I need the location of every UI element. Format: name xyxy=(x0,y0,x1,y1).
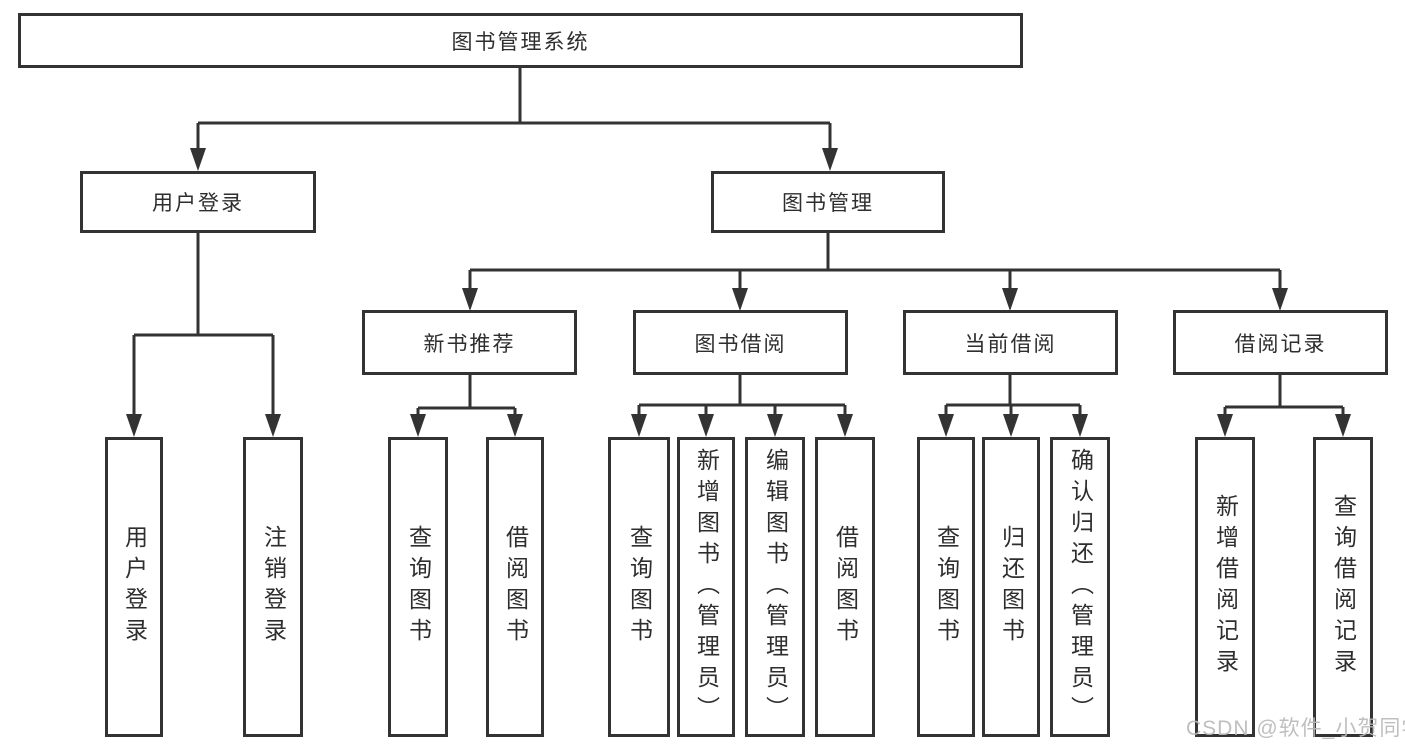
leaf-query-book-current-label: 查询图书 xyxy=(933,525,960,649)
arrow-to-book-borrow xyxy=(732,288,748,311)
csdn-watermark: CSDN @软件_小贺同学 xyxy=(1186,717,1405,740)
edge-book-borrow-to-leaves xyxy=(631,375,853,437)
node-user-login: 用户登录 xyxy=(80,171,316,233)
arrow-to-leaf-add-book xyxy=(698,414,714,437)
arrow-to-book-mgmt xyxy=(822,148,838,171)
edge-user-login-to-leaves xyxy=(126,233,281,437)
node-root-label: 图书管理系统 xyxy=(451,30,590,54)
leaf-return-book-label: 归还图书 xyxy=(998,525,1025,649)
arrow-to-leaf-query-book-borrow xyxy=(631,414,647,437)
edge-current-borrow-to-leaves xyxy=(938,375,1088,437)
arrow-to-new-book-rec xyxy=(462,288,478,311)
node-current-borrow: 当前借阅 xyxy=(903,310,1118,375)
leaf-confirm-return-label: 确认归还（管理员） xyxy=(1067,447,1094,727)
leaf-add-borrow-record: 新增借阅记录 xyxy=(1195,437,1255,737)
arrow-to-leaf-confirm-return xyxy=(1072,414,1088,437)
node-borrow-record-label: 借阅记录 xyxy=(1234,332,1327,356)
arrow-to-leaf-logout xyxy=(265,414,281,437)
leaf-edit-book-label: 编辑图书（管理员） xyxy=(762,447,789,727)
node-book-borrow-label: 图书借阅 xyxy=(694,332,787,356)
node-book-borrow: 图书借阅 xyxy=(633,310,848,375)
node-new-book-rec-label: 新书推荐 xyxy=(423,332,516,356)
leaf-add-borrow-record-label: 新增借阅记录 xyxy=(1212,494,1239,680)
leaf-user-login: 用户登录 xyxy=(105,437,163,737)
leaf-add-book: 新增图书（管理员） xyxy=(677,437,735,737)
leaf-query-book-rec: 查询图书 xyxy=(388,437,448,737)
arrow-to-borrow-record xyxy=(1272,288,1288,311)
edge-book-mgmt-to-level3 xyxy=(462,233,1288,311)
node-current-borrow-label: 当前借阅 xyxy=(964,332,1057,356)
node-borrow-record: 借阅记录 xyxy=(1173,310,1388,375)
arrow-to-current-borrow xyxy=(1002,288,1018,311)
leaf-borrow-book-rec: 借阅图书 xyxy=(486,437,544,737)
arrow-to-leaf-borrow-book-rec xyxy=(507,414,523,437)
leaf-query-book-borrow-label: 查询图书 xyxy=(626,525,653,649)
arrow-to-leaf-query-book-current xyxy=(938,414,954,437)
leaf-return-book: 归还图书 xyxy=(982,437,1040,737)
leaf-borrow-book: 借阅图书 xyxy=(815,437,875,737)
leaf-query-book-current: 查询图书 xyxy=(917,437,975,737)
leaf-query-borrow-record: 查询借阅记录 xyxy=(1313,437,1373,737)
leaf-confirm-return: 确认归还（管理员） xyxy=(1050,437,1110,737)
node-root: 图书管理系统 xyxy=(18,13,1023,68)
edge-root-to-level2 xyxy=(190,68,838,171)
leaf-query-book-borrow: 查询图书 xyxy=(608,437,670,737)
arrow-to-leaf-user-login xyxy=(126,414,142,437)
arrow-to-leaf-query-book-rec xyxy=(410,414,426,437)
arrow-to-leaf-add-borrow-record xyxy=(1217,414,1233,437)
node-book-mgmt-label: 图书管理 xyxy=(782,192,874,215)
leaf-logout-label: 注销登录 xyxy=(260,525,287,649)
node-new-book-rec: 新书推荐 xyxy=(362,310,577,375)
leaf-edit-book: 编辑图书（管理员） xyxy=(745,437,805,737)
arrow-to-leaf-return-book xyxy=(1003,414,1019,437)
edge-borrow-record-to-leaves xyxy=(1217,375,1351,437)
leaf-borrow-book-rec-label: 借阅图书 xyxy=(502,525,529,649)
arrow-to-user-login xyxy=(190,148,206,171)
arrow-to-leaf-query-borrow-record xyxy=(1335,414,1351,437)
edge-new-book-rec-to-leaves xyxy=(410,375,523,437)
node-user-login-label: 用户登录 xyxy=(152,192,244,215)
leaf-query-book-rec-label: 查询图书 xyxy=(405,525,432,649)
leaf-borrow-book-label: 借阅图书 xyxy=(832,525,859,649)
leaf-user-login-label: 用户登录 xyxy=(121,525,148,649)
leaf-logout: 注销登录 xyxy=(243,437,303,737)
node-book-mgmt: 图书管理 xyxy=(711,171,945,233)
arrow-to-leaf-edit-book xyxy=(767,414,783,437)
leaf-add-book-label: 新增图书（管理员） xyxy=(693,447,720,727)
arrow-to-leaf-borrow-book xyxy=(837,414,853,437)
leaf-query-borrow-record-label: 查询借阅记录 xyxy=(1330,494,1357,680)
